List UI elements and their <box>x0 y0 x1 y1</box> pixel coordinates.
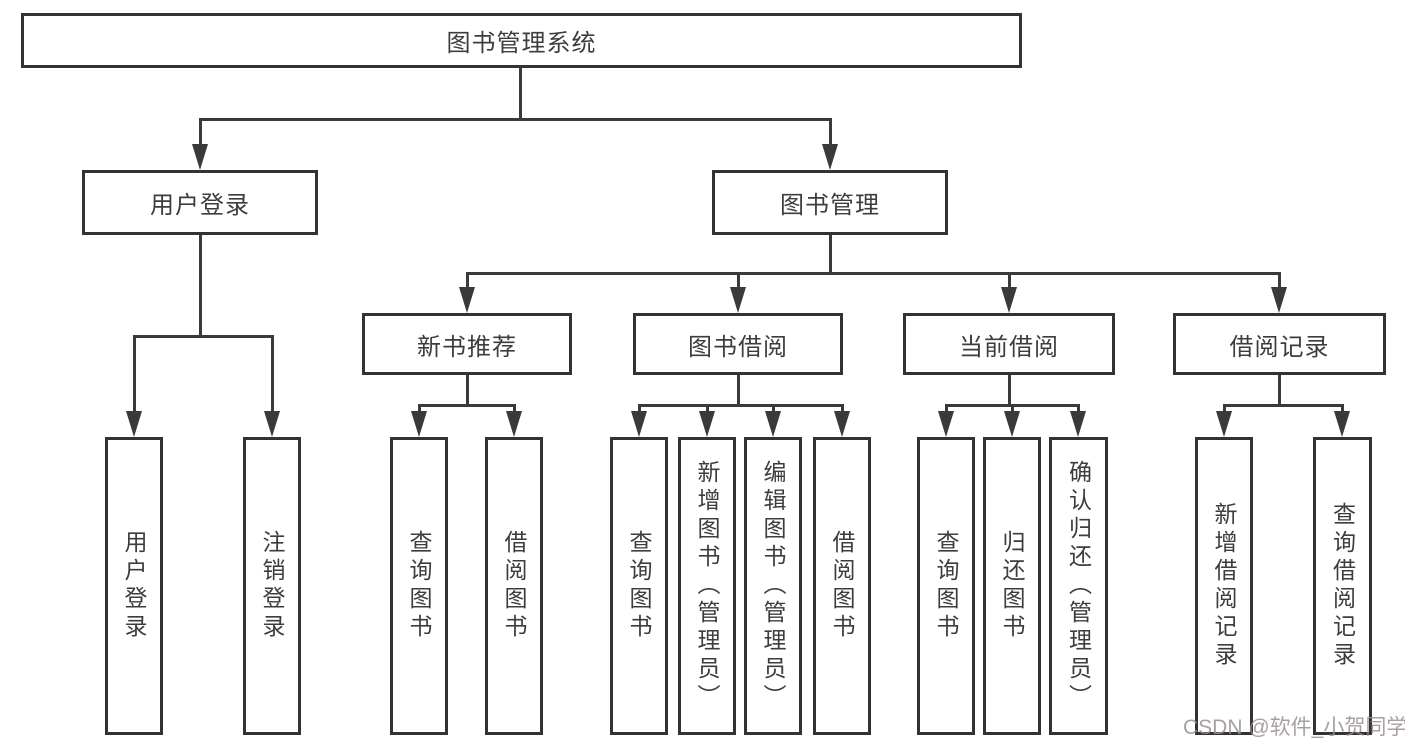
connector-hline <box>466 272 1281 275</box>
connector-vline <box>638 404 641 414</box>
connector-vline <box>519 68 522 119</box>
connector-vline <box>513 404 516 414</box>
node-label: 查询借阅记录 <box>1329 502 1356 670</box>
connector-vline <box>1278 272 1281 291</box>
connector-vline <box>829 235 832 274</box>
connector-vline <box>466 375 469 406</box>
node-book-management: 图书管理 <box>712 170 948 235</box>
node-label: 用户登录 <box>121 530 147 642</box>
connector-vline <box>1278 375 1281 406</box>
leaf-query-books-borrow: 查询图书 <box>610 437 668 735</box>
leaf-add-books-admin: 新增图书（管理员） <box>678 437 736 735</box>
arrow-down-icon <box>1004 411 1020 437</box>
node-label: 新书推荐 <box>417 333 517 361</box>
node-label: 借阅图书 <box>829 530 855 642</box>
leaf-user-login: 用户登录 <box>105 437 163 735</box>
connector-vline <box>1077 404 1080 414</box>
arrow-down-icon <box>1271 287 1287 313</box>
node-label: 图书管理系统 <box>446 30 597 57</box>
connector-vline <box>1341 404 1344 414</box>
node-book-borrowing: 图书借阅 <box>633 313 843 375</box>
arrow-down-icon <box>699 411 715 437</box>
leaf-borrow-books-recommend: 借阅图书 <box>485 437 543 735</box>
node-label: 新增图书（管理员） <box>694 460 720 712</box>
leaf-return-books: 归还图书 <box>983 437 1041 735</box>
node-label: 图书管理 <box>780 192 880 219</box>
node-label: 图书借阅 <box>688 333 788 361</box>
connector-vline <box>737 375 740 406</box>
connector-hline <box>1223 404 1344 407</box>
connector-vline <box>1008 272 1011 291</box>
connector-vline <box>829 118 832 149</box>
connector-vline <box>1008 375 1011 406</box>
connector-vline <box>945 404 948 414</box>
arrow-down-icon <box>411 411 427 437</box>
connector-hline <box>418 404 516 407</box>
connector-vline <box>271 335 274 415</box>
node-user-login: 用户登录 <box>82 170 318 235</box>
connector-vline <box>737 272 740 291</box>
connector-vline <box>706 404 709 414</box>
watermark: CSDN @软件_小贺同学 <box>1183 716 1405 739</box>
arrow-down-icon <box>730 287 746 313</box>
node-label: 确认归还（管理员） <box>1065 460 1092 712</box>
node-label: 查询图书 <box>626 530 652 642</box>
arrow-down-icon <box>264 411 280 437</box>
connector-hline <box>638 404 844 407</box>
node-borrowing-records: 借阅记录 <box>1173 313 1386 375</box>
connector-vline <box>772 404 775 414</box>
node-label: 查询图书 <box>406 530 432 642</box>
arrow-down-icon <box>1334 411 1350 437</box>
connector-hline <box>199 118 832 121</box>
connector-vline <box>841 404 844 414</box>
connector-vline <box>418 404 421 414</box>
arrow-down-icon <box>1216 411 1232 437</box>
node-label: 借阅图书 <box>501 530 527 642</box>
leaf-logout: 注销登录 <box>243 437 301 735</box>
node-library-management-system: 图书管理系统 <box>21 13 1022 68</box>
connector-vline <box>199 235 202 336</box>
leaf-borrow-books: 借阅图书 <box>813 437 871 735</box>
leaf-query-books-current: 查询图书 <box>917 437 975 735</box>
arrow-down-icon <box>765 411 781 437</box>
connector-vline <box>466 272 469 291</box>
connector-vline <box>1011 404 1014 414</box>
arrow-down-icon <box>126 411 142 437</box>
node-label: 用户登录 <box>150 192 250 219</box>
arrow-down-icon <box>822 144 838 170</box>
arrow-down-icon <box>1001 287 1017 313</box>
node-label: 借阅记录 <box>1229 333 1330 361</box>
arrow-down-icon <box>192 144 208 170</box>
node-label: 当前借阅 <box>959 333 1059 361</box>
node-label: 归还图书 <box>999 530 1025 642</box>
node-label: 编辑图书（管理员） <box>760 460 786 712</box>
leaf-edit-books-admin: 编辑图书（管理员） <box>744 437 802 735</box>
leaf-query-books-recommend: 查询图书 <box>390 437 448 735</box>
arrow-down-icon <box>459 287 475 313</box>
node-label: 查询图书 <box>933 530 959 642</box>
leaf-confirm-return-admin: 确认归还（管理员） <box>1049 437 1108 735</box>
connector-hline <box>133 335 274 338</box>
connector-vline <box>1223 404 1226 414</box>
arrow-down-icon <box>834 411 850 437</box>
arrow-down-icon <box>1070 411 1086 437</box>
node-current-borrowing: 当前借阅 <box>903 313 1115 375</box>
node-new-book-recommendation: 新书推荐 <box>362 313 572 375</box>
leaf-add-borrow-record: 新增借阅记录 <box>1195 437 1253 735</box>
arrow-down-icon <box>938 411 954 437</box>
arrow-down-icon <box>506 411 522 437</box>
arrow-down-icon <box>631 411 647 437</box>
node-label: 注销登录 <box>259 530 285 642</box>
leaf-query-borrow-record: 查询借阅记录 <box>1313 437 1372 735</box>
connector-vline <box>133 335 136 415</box>
node-label: 新增借阅记录 <box>1211 502 1237 670</box>
connector-vline <box>199 118 202 149</box>
